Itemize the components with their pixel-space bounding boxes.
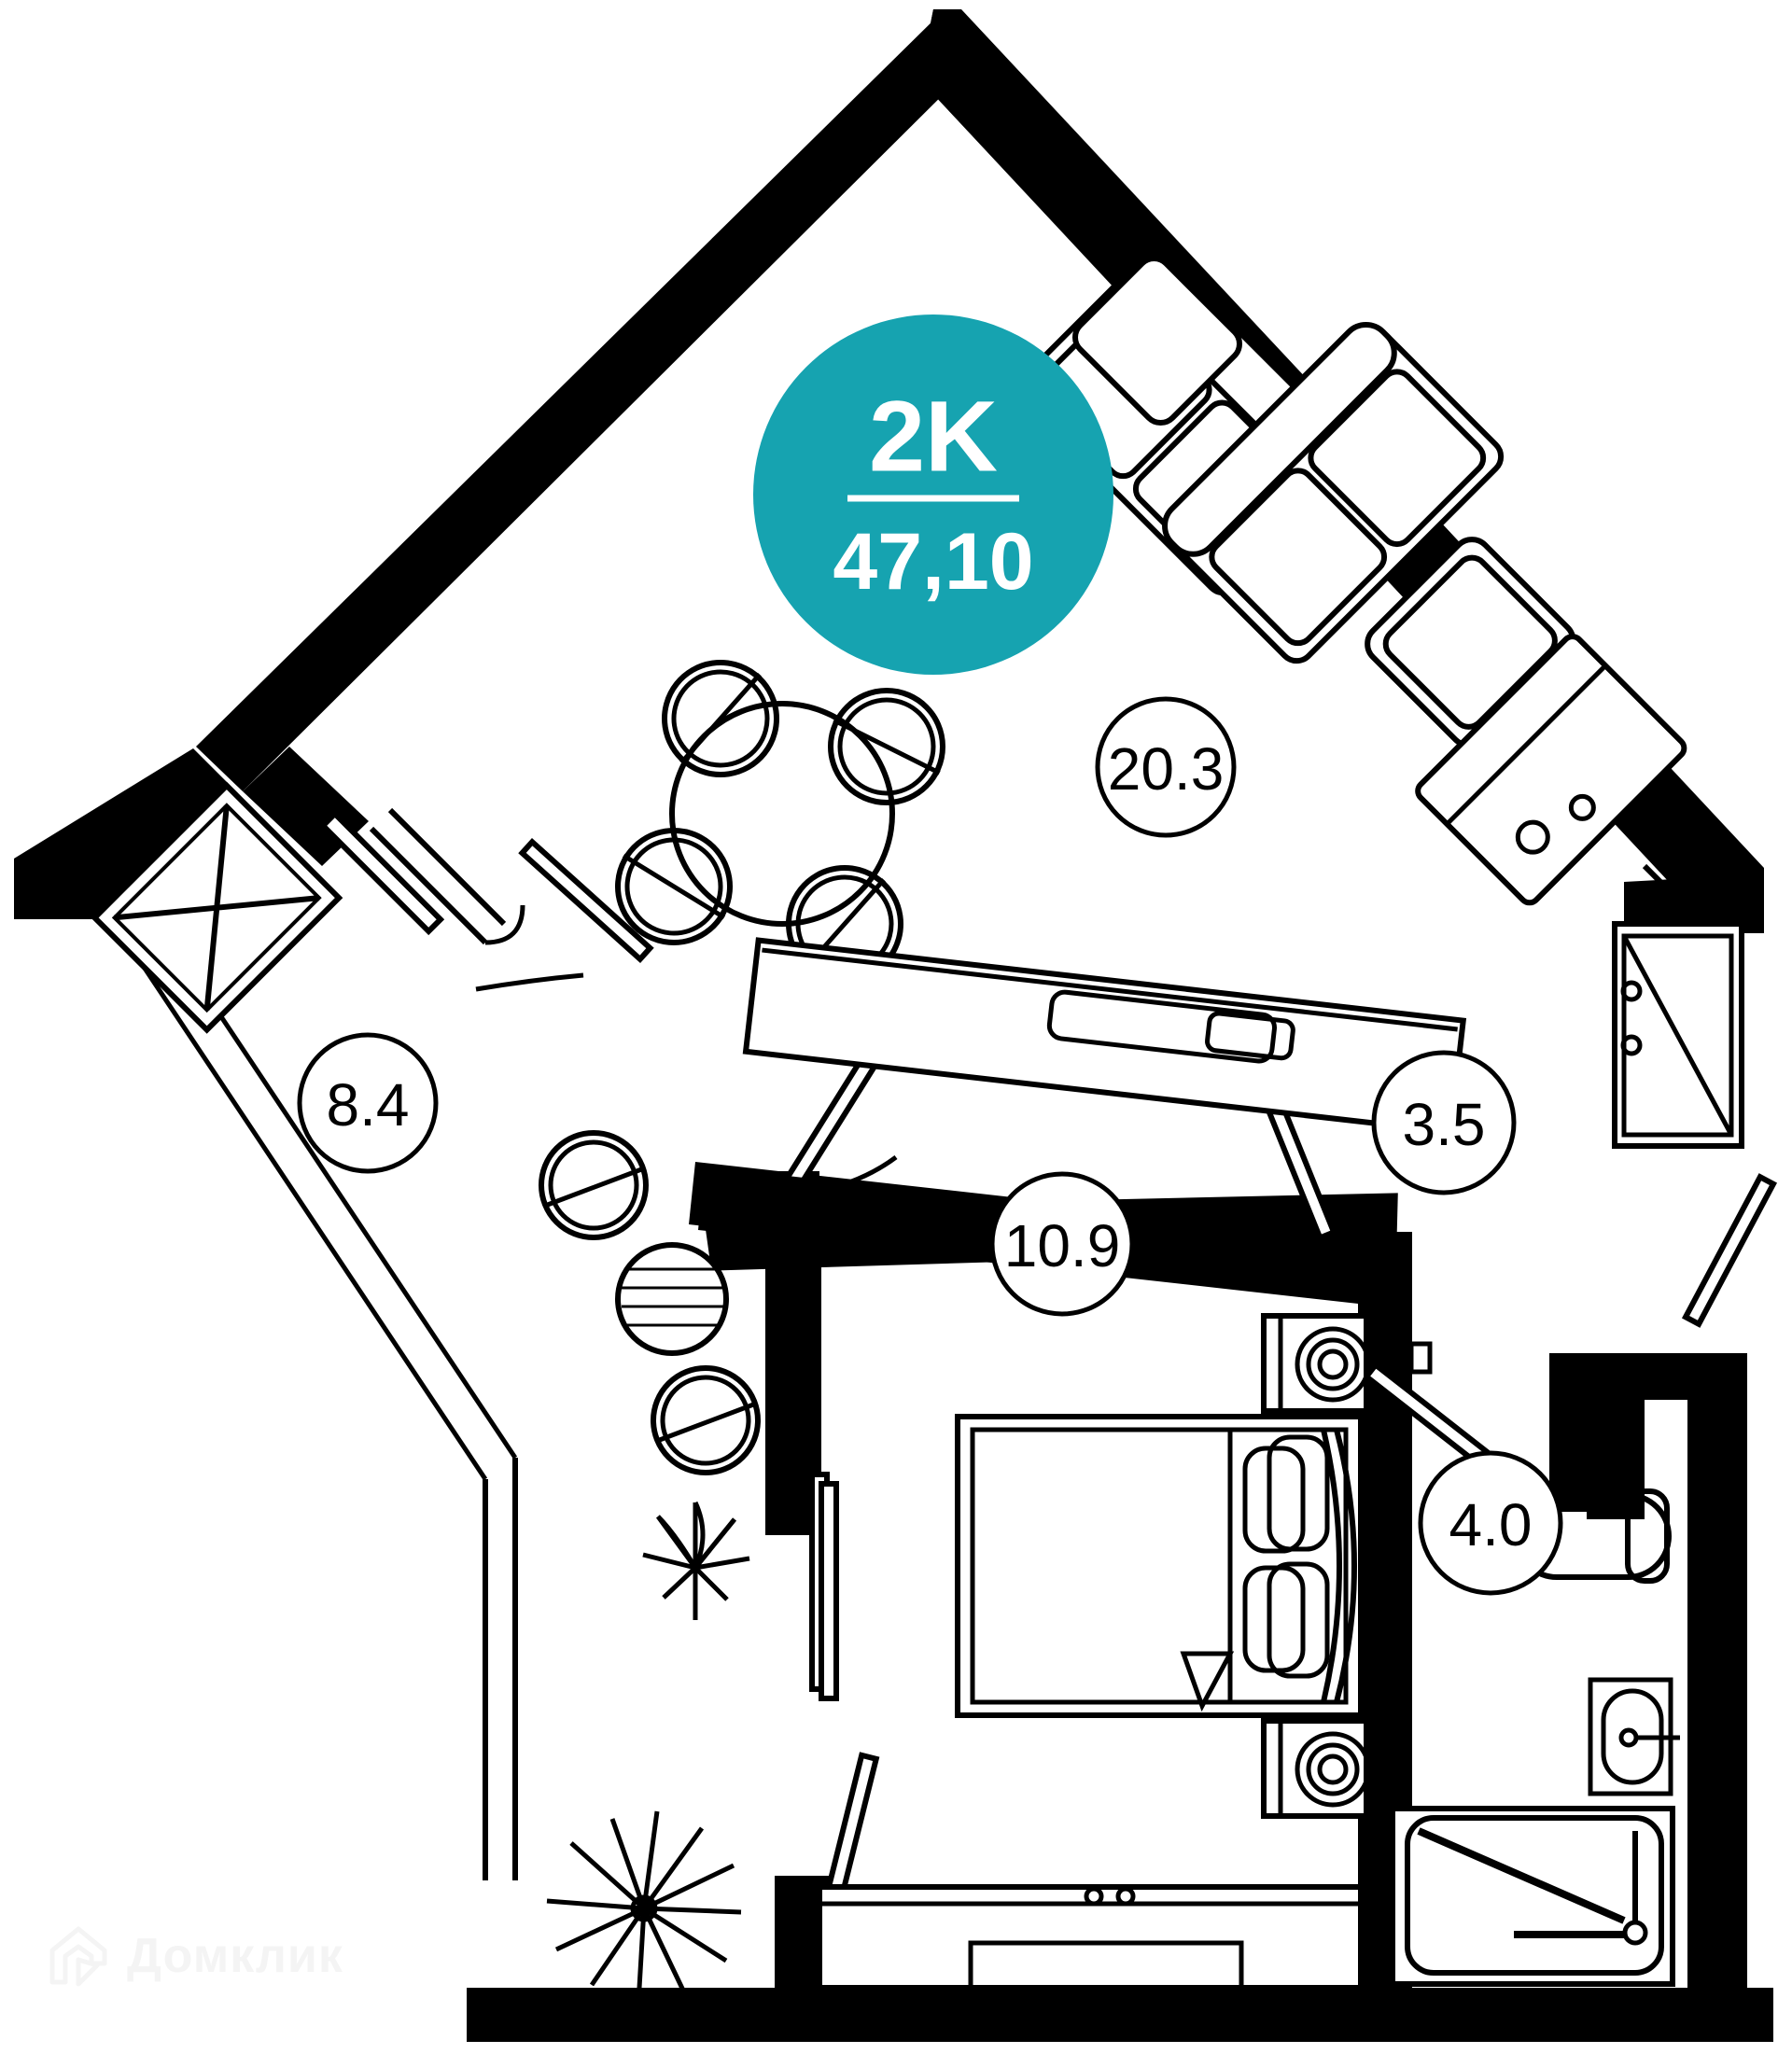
badge-circle bbox=[753, 314, 1113, 675]
area-markers: 20.3 8.4 3.5 10.9 4.0 bbox=[297, 696, 1563, 1596]
sink bbox=[1588, 1677, 1680, 1796]
door-living-entry bbox=[475, 837, 654, 992]
area-marker-balcony: 8.4 bbox=[297, 1032, 439, 1174]
furniture-living-room bbox=[539, 254, 1744, 2005]
door-closet bbox=[809, 1472, 839, 1701]
area-marker-hall: 3.5 bbox=[1371, 1050, 1517, 1195]
badge-rooms-label: 2K bbox=[869, 380, 998, 493]
side-table-striped bbox=[615, 1242, 729, 1356]
bathtub bbox=[1390, 1806, 1675, 1987]
bed bbox=[955, 1414, 1364, 1718]
area-marker-circle bbox=[297, 1032, 439, 1174]
furniture-bathroom bbox=[1390, 1398, 1680, 1987]
wardrobe-right bbox=[1612, 921, 1744, 1149]
area-marker-label: 3.5 bbox=[1403, 1091, 1486, 1158]
area-marker-label: 4.0 bbox=[1449, 1491, 1533, 1558]
hall-details bbox=[1408, 1341, 1433, 1375]
area-marker-label: 8.4 bbox=[327, 1071, 410, 1139]
area-marker-circle bbox=[1095, 696, 1237, 838]
area-marker-bathroom: 4.0 bbox=[1418, 1450, 1563, 1596]
door-balcony bbox=[318, 809, 525, 945]
area-marker-bedroom: 10.9 bbox=[989, 1171, 1135, 1317]
sideboard-right bbox=[1415, 634, 1687, 906]
plant-small bbox=[642, 1501, 750, 1620]
door-right-exterior bbox=[1681, 1173, 1778, 1328]
area-marker-label: 10.9 bbox=[1004, 1212, 1121, 1279]
dining-chair-2 bbox=[828, 688, 945, 805]
area-marker-circle bbox=[989, 1171, 1135, 1317]
area-marker-circle bbox=[1371, 1050, 1517, 1195]
doors bbox=[318, 809, 1778, 1935]
dining-chair-3 bbox=[615, 828, 733, 945]
dining-chair-1 bbox=[662, 660, 779, 777]
armchair-lower bbox=[651, 1365, 762, 1475]
nightstand-lower bbox=[1261, 1718, 1371, 1819]
armchair-upper bbox=[539, 1130, 650, 1240]
nightstand-upper bbox=[1261, 1313, 1371, 1414]
badge-area-label: 47,10 bbox=[833, 517, 1033, 607]
wardrobe-bedroom bbox=[817, 1884, 1364, 1991]
area-marker-living-room: 20.3 bbox=[1095, 696, 1237, 838]
windows bbox=[91, 781, 1713, 1880]
furniture-bedroom bbox=[817, 1313, 1371, 1991]
plant-large bbox=[546, 1810, 742, 2005]
area-marker-label: 20.3 bbox=[1108, 735, 1225, 803]
apartment-badge: 2K 47,10 bbox=[753, 314, 1113, 675]
area-marker-circle bbox=[1418, 1450, 1563, 1596]
